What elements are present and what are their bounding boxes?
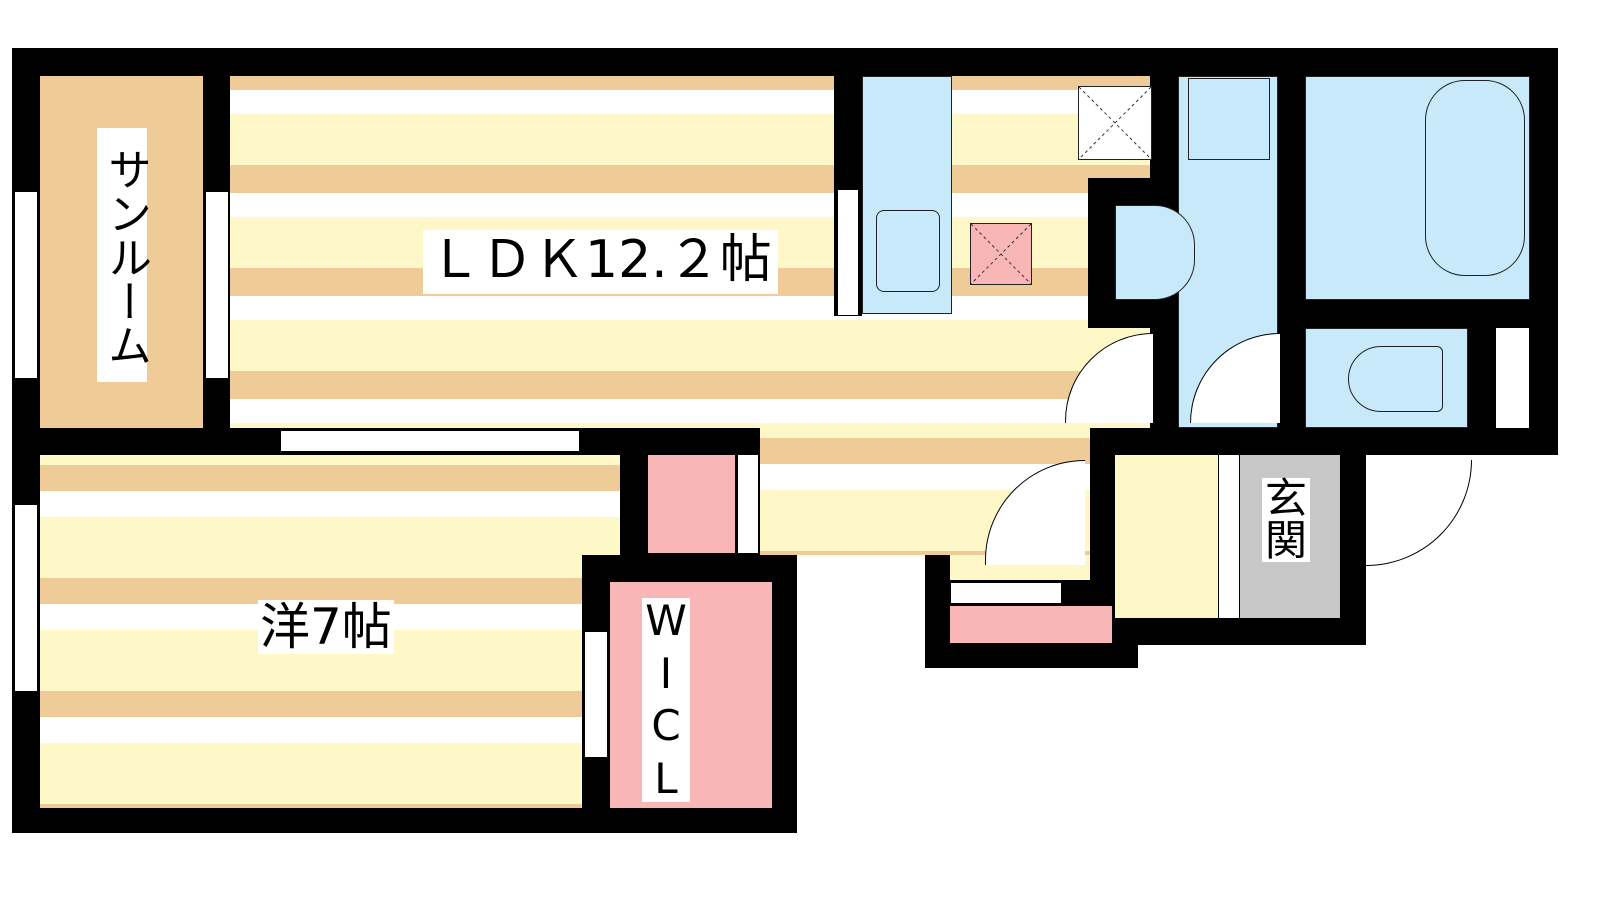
wic-label-w: W: [645, 596, 687, 645]
wic-door[interactable]: [584, 632, 608, 757]
fridge-space-icon: [970, 223, 1032, 285]
sink-icon: [876, 210, 940, 292]
kitchen-counter: [862, 76, 952, 314]
entrance-label-1: 玄: [1264, 474, 1307, 523]
window-sunroom-outer: [14, 192, 38, 378]
closet: [648, 455, 735, 553]
washbasin: [1115, 205, 1195, 300]
walk-in-closet: [610, 582, 772, 808]
ldk-label: ＬＤＫ12.２帖: [423, 230, 778, 294]
washing-machine-icon: [1188, 78, 1270, 160]
window-sunroom-inner: [205, 192, 229, 378]
wic-label: W I C L: [642, 598, 690, 802]
closet-door[interactable]: [737, 455, 759, 553]
front-door[interactable]: [1366, 460, 1472, 566]
sliding-door-western[interactable]: [280, 430, 580, 452]
shoe-cabinet-top: [950, 582, 1062, 604]
sunroom-label: サンルーム: [97, 128, 151, 382]
wic-label-l: L: [654, 753, 678, 803]
entrance-hall: [1115, 455, 1218, 618]
entrance-label-2: 関: [1264, 516, 1307, 565]
kitchen-opening: [837, 190, 859, 315]
toilet-window: [1495, 328, 1530, 428]
toilet-icon: [1348, 346, 1443, 412]
window-western: [14, 505, 38, 691]
storage-space-icon: [1078, 86, 1152, 160]
entrance-step: [1218, 455, 1240, 618]
wic-label-c: C: [651, 701, 681, 751]
wic-label-i: I: [659, 648, 673, 698]
bathtub-icon: [1425, 80, 1525, 276]
entrance-label: 玄 関: [1262, 478, 1310, 562]
shoe-cabinet: [950, 606, 1112, 643]
western-room-label: 洋7帖: [258, 598, 394, 656]
